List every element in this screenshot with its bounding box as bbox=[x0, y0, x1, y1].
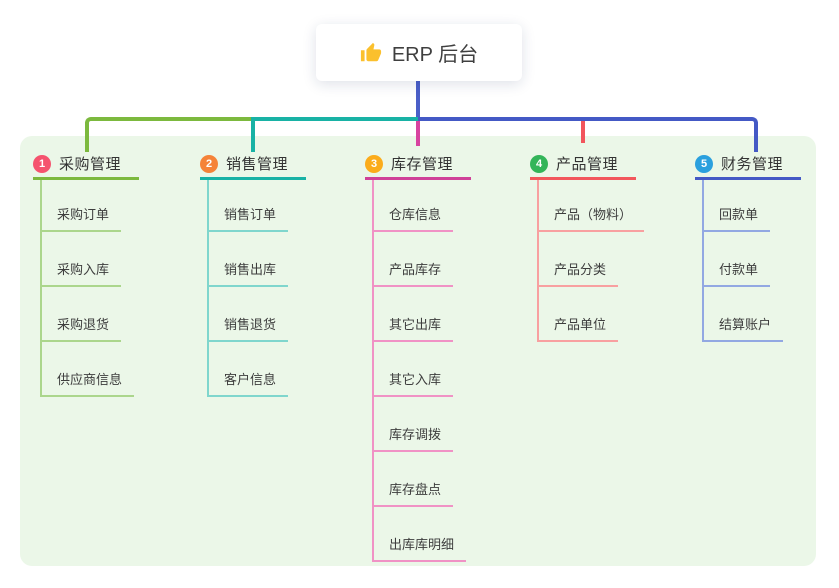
child-node[interactable]: 采购订单 bbox=[40, 205, 122, 232]
branch3-children-line bbox=[372, 180, 374, 562]
branch5-connector-line bbox=[418, 117, 758, 152]
child-node[interactable]: 仓库信息 bbox=[372, 205, 454, 232]
child-node[interactable]: 产品（物料） bbox=[537, 205, 645, 232]
branch1-label: 采购管理 bbox=[59, 156, 122, 173]
child-node[interactable]: 销售订单 bbox=[207, 205, 289, 232]
child-node[interactable]: 采购退货 bbox=[40, 315, 122, 342]
root-connector-line bbox=[416, 81, 420, 121]
branch5-label: 财务管理 bbox=[721, 156, 784, 173]
branch2-connector-line bbox=[251, 117, 422, 152]
branch3-label: 库存管理 bbox=[391, 156, 454, 173]
branch5-children-line bbox=[702, 180, 704, 342]
branch-node-purchase[interactable]: 1 采购管理 bbox=[33, 150, 139, 180]
branch-node-product[interactable]: 4 产品管理 bbox=[530, 150, 636, 180]
branch2-label: 销售管理 bbox=[226, 156, 289, 173]
child-node[interactable]: 其它出库 bbox=[372, 315, 454, 342]
child-node[interactable]: 产品分类 bbox=[537, 260, 619, 287]
branch1-children-line bbox=[40, 180, 42, 397]
child-node[interactable]: 库存盘点 bbox=[372, 480, 454, 507]
branch3-number-badge: 3 bbox=[365, 154, 383, 173]
child-node[interactable]: 出库库明细 bbox=[372, 535, 467, 562]
thumbs-up-icon bbox=[360, 42, 382, 64]
branch4-label: 产品管理 bbox=[556, 156, 619, 173]
child-node[interactable]: 其它入库 bbox=[372, 370, 454, 397]
branch1-connector-line bbox=[85, 117, 257, 152]
branch4-number-badge: 4 bbox=[530, 154, 548, 173]
branch-node-finance[interactable]: 5 财务管理 bbox=[695, 150, 801, 180]
child-node[interactable]: 产品库存 bbox=[372, 260, 454, 287]
child-node[interactable]: 采购入库 bbox=[40, 260, 122, 287]
branch5-number-badge: 5 bbox=[695, 154, 713, 173]
branch1-number-badge: 1 bbox=[33, 154, 51, 173]
root-label: ERP 后台 bbox=[391, 44, 479, 66]
child-node[interactable]: 库存调拨 bbox=[372, 425, 454, 452]
branch4-children-line bbox=[537, 180, 539, 342]
child-node[interactable]: 销售出库 bbox=[207, 260, 289, 287]
branch-node-sales[interactable]: 2 销售管理 bbox=[200, 150, 306, 180]
child-node[interactable]: 付款单 bbox=[702, 260, 771, 287]
child-node[interactable]: 客户信息 bbox=[207, 370, 289, 397]
branches-panel bbox=[20, 136, 816, 566]
branch2-children-line bbox=[207, 180, 209, 397]
child-node[interactable]: 结算账户 bbox=[702, 315, 784, 342]
child-node[interactable]: 供应商信息 bbox=[40, 370, 135, 397]
branch3-connector-line bbox=[416, 121, 420, 146]
root-node[interactable]: ERP 后台 bbox=[316, 24, 522, 81]
child-node[interactable]: 销售退货 bbox=[207, 315, 289, 342]
branch-node-inventory[interactable]: 3 库存管理 bbox=[365, 150, 471, 180]
child-node[interactable]: 回款单 bbox=[702, 205, 771, 232]
branch4-connector-line bbox=[581, 121, 585, 143]
branch2-number-badge: 2 bbox=[200, 154, 218, 173]
child-node[interactable]: 产品单位 bbox=[537, 315, 619, 342]
